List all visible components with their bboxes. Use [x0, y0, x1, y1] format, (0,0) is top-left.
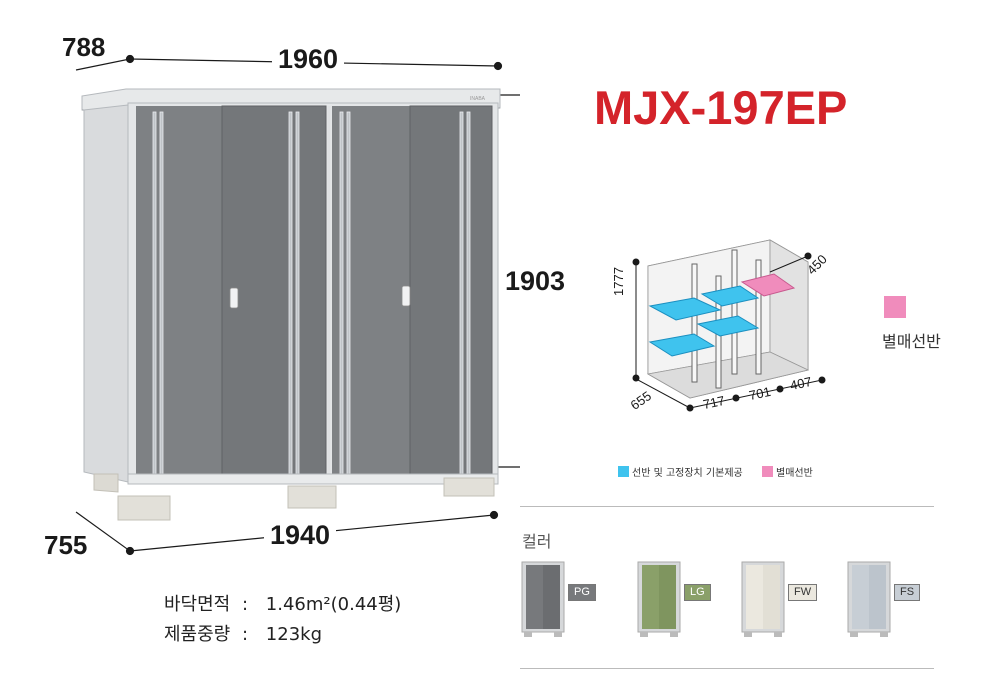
- shelf-lower-left: [648, 333, 716, 357]
- shed-thumb-fw: [741, 561, 785, 637]
- color-option-pg[interactable]: PG: [520, 560, 640, 638]
- color-option-lg[interactable]: LG: [636, 560, 756, 638]
- shed-thumb-fs: [847, 561, 891, 637]
- legend-blue: 선반 및 고정장치 기본제공: [618, 464, 743, 479]
- color-option-fs[interactable]: FS: [846, 560, 966, 638]
- door-handle-left: [229, 287, 239, 309]
- color-code-pg: PG: [568, 584, 596, 601]
- shelf-optional: [740, 273, 796, 297]
- legend-pink-label: 별매선반: [776, 468, 813, 479]
- svg-text:INABA: INABA: [470, 96, 486, 102]
- shed-thumb-lg: [637, 561, 681, 637]
- interior-diagram: [632, 239, 826, 412]
- color-code-fs: FS: [894, 584, 921, 601]
- shelf-lower-mid: [696, 315, 760, 337]
- spec-floor-area: 바닥면적 : 1.46m²(0.44평): [164, 590, 401, 616]
- model-title: MJX-197EP: [594, 81, 848, 134]
- shed-thumb-pg: [521, 561, 565, 637]
- spec-weight: 제품중량 : 123kg: [164, 620, 322, 646]
- legend-pink: 별매선반: [762, 464, 813, 479]
- legend-pink-swatch: [762, 466, 773, 477]
- shed-illustration: INABA: [75, 54, 520, 556]
- legend-blue-label: 선반 및 고정장치 기본제공: [632, 468, 743, 479]
- shelf-upper-left: [648, 297, 722, 321]
- dim-height: 1903: [505, 266, 566, 297]
- color-option-fw[interactable]: FW: [740, 560, 860, 638]
- dim-bottom-depth: 755: [44, 530, 88, 560]
- divider-bottom: [520, 668, 934, 669]
- color-code-lg: LG: [684, 584, 711, 601]
- spec-floor-area-label: 바닥면적: [164, 594, 231, 615]
- color-code-fw: FW: [788, 584, 818, 601]
- dim-top-depth: 788: [62, 32, 106, 62]
- door-left-back: [136, 106, 226, 474]
- door-right-front: [409, 105, 493, 475]
- dim-top-width: 1960: [272, 46, 345, 73]
- spec-weight-value: 123kg: [265, 624, 323, 645]
- color-section-title: 컬러: [522, 532, 552, 551]
- pink-swatch: [884, 296, 906, 318]
- spec-weight-label: 제품중량: [164, 624, 231, 645]
- interior-height: 1777: [611, 267, 626, 296]
- divider-top: [520, 506, 934, 507]
- legend-blue-swatch: [618, 466, 629, 477]
- spec-separator: :: [241, 594, 249, 615]
- dim-bottom-width: 1940: [264, 522, 337, 549]
- optional-shelf-note-label: 별매선반: [882, 332, 941, 351]
- door-left-front: [221, 105, 327, 475]
- door-handle-right: [401, 285, 411, 307]
- spec-floor-area-value: 1.46m²(0.44평): [265, 594, 402, 615]
- shelf-upper-mid: [700, 285, 760, 307]
- optional-shelf-note: 별매선반: [882, 296, 941, 351]
- spec-separator: :: [241, 624, 249, 645]
